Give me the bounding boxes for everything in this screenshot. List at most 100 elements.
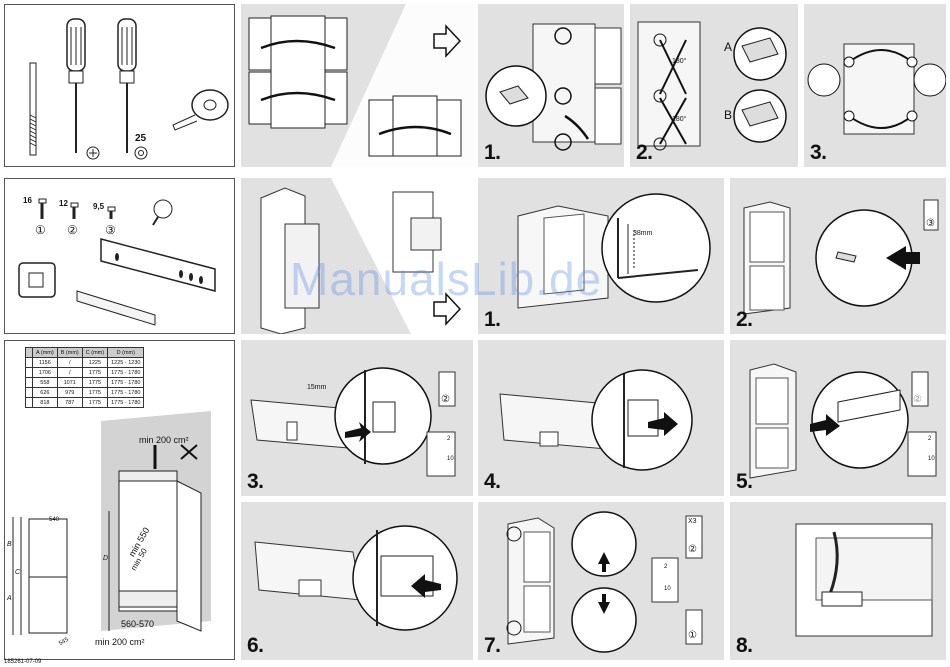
- table-row: 626 979 1775 1775 - 1780: [25, 387, 145, 398]
- gap-10-label: 10: [664, 586, 671, 592]
- mounting-step-2: ③ 2.: [730, 178, 946, 334]
- insert-bracket-illustration: [254, 525, 458, 631]
- mounting-step-6: 6.: [241, 502, 473, 660]
- table-row: 1706 / 1775 1775 - 1780: [25, 367, 145, 378]
- door-reversal-step-3: 3.: [804, 4, 946, 167]
- screw-brackets-illustration: [743, 199, 939, 315]
- table-cell: [25, 377, 33, 388]
- next-arrow-icon: [433, 24, 462, 58]
- step-number: 1.: [484, 308, 501, 331]
- door-reversal-step-2: 180° 180° A B 2.: [630, 4, 798, 167]
- parts-panel: 16 12 9,5 ① ② ③: [4, 178, 235, 334]
- table-cell: 626: [32, 387, 58, 398]
- document-id: 185261-07-09: [4, 659, 42, 665]
- tools-illustration: [29, 18, 229, 160]
- step-number: 2.: [736, 308, 753, 331]
- secure-door-illustration: [506, 511, 703, 653]
- dim-label-d: D: [103, 555, 109, 562]
- table-cell: 1775 - 1780: [107, 367, 145, 378]
- table-header-row: A (mm) B (mm) C (mm) D (mm): [25, 347, 145, 358]
- table-cell: 1775: [81, 397, 109, 408]
- mounting-step-8: 8.: [730, 502, 946, 660]
- table-cell: 1775 - 1780: [107, 377, 145, 388]
- dimensions-panel: A (mm) B (mm) C (mm) D (mm) 1156 / 1225 …: [4, 340, 235, 660]
- step-number: 2.: [636, 141, 653, 164]
- screw-length-9-5: 9,5: [93, 202, 105, 211]
- gap-2-label: 2: [928, 436, 932, 442]
- fit-cover-illustration: [795, 523, 933, 637]
- table-cell: 979: [56, 387, 83, 398]
- mounting-step-1: 38mm 1.: [478, 178, 724, 334]
- gap-2-label: 2: [664, 564, 668, 570]
- angle-label-bottom: 180°: [672, 116, 687, 123]
- table-cell: 1775 - 1780: [107, 387, 145, 398]
- mounting-step-5: ② 2 10 5.: [730, 340, 946, 496]
- quantity-label: X3: [688, 518, 697, 525]
- mounting-step-7: X3 ② ① 2 10 7.: [478, 502, 724, 660]
- vent-bottom-label: min 200 cm²: [95, 637, 145, 647]
- table-cell: 1071: [56, 377, 83, 388]
- angle-label-top: 180°: [672, 58, 687, 65]
- depth-540-label: 540: [49, 517, 60, 523]
- installation-diagram: [12, 411, 211, 635]
- reattach-doors-illustration: [807, 43, 946, 135]
- gap-10-label: 10: [447, 456, 454, 462]
- table-cell: 1706: [32, 367, 58, 378]
- vent-top-label: min 200 cm²: [139, 435, 189, 445]
- table-cell: 1775: [81, 387, 109, 398]
- table-cell: /: [56, 367, 83, 378]
- step-number: 5.: [736, 470, 753, 493]
- screw-ref: ②: [688, 544, 697, 555]
- table-cell: 818: [32, 397, 58, 408]
- step-number: 7.: [484, 634, 501, 657]
- table-header: A (mm): [32, 347, 58, 358]
- door-reversal-step-1: 1.: [478, 4, 624, 167]
- table-cell: /: [56, 357, 83, 368]
- next-arrow-icon: [433, 292, 462, 326]
- table-cell: 1775: [81, 377, 109, 388]
- screw-length-16: 16: [23, 196, 32, 205]
- screw-id-1: ①: [35, 223, 46, 237]
- step-number: 4.: [484, 470, 501, 493]
- screw-size-label: 25: [135, 133, 147, 144]
- table-row: 558 1071 1775 1775 - 1780: [25, 377, 145, 388]
- rotate-hinges-illustration: [637, 21, 787, 151]
- step-number: 3.: [810, 141, 827, 164]
- detail-label-a: A: [724, 40, 733, 54]
- table-cell: [25, 357, 33, 368]
- table-header: D (mm): [107, 347, 145, 358]
- gap-2-label: 2: [447, 436, 451, 442]
- screw-id-3: ③: [105, 223, 116, 237]
- step-number: 8.: [736, 634, 753, 657]
- dimensions-table: A (mm) B (mm) C (mm) D (mm) 1156 / 1225 …: [25, 347, 145, 408]
- mounting-step-4: 4.: [478, 340, 724, 496]
- door-swap-overview-panel: [241, 4, 473, 167]
- table-cell: [25, 367, 33, 378]
- tools-panel: 25: [4, 4, 235, 167]
- table-header: C (mm): [81, 347, 109, 358]
- table-header: B (mm): [56, 347, 83, 358]
- dim-label-c: C: [15, 569, 21, 576]
- screw-ref: ①: [688, 630, 697, 641]
- screw-id-2: ②: [67, 223, 78, 237]
- table-cell: [25, 397, 33, 408]
- table-header: [25, 347, 33, 358]
- dimension-15mm: 15mm: [307, 384, 327, 391]
- slide-bracket-illustration: [499, 369, 693, 471]
- table-row: 1156 / 1225 1225 - 1230: [25, 357, 145, 368]
- screw-length-12: 12: [59, 199, 68, 208]
- cabinet-insertion-illustration: [260, 178, 473, 334]
- step-number: 1.: [484, 141, 501, 164]
- table-row: 818 787 1775 1775 - 1780: [25, 397, 145, 408]
- screw-ref: ②: [441, 394, 450, 405]
- table-cell: [25, 387, 33, 398]
- step-number: 6.: [247, 634, 264, 657]
- attach-hinge-bracket-illustration: [250, 367, 456, 477]
- hinge-points-illustration: [485, 23, 622, 151]
- dimension-38mm: 38mm: [633, 230, 653, 237]
- dim-label-b: B: [7, 541, 12, 548]
- table-cell: 787: [56, 397, 83, 408]
- align-appliance-illustration: [517, 193, 711, 309]
- watermark: ManualsLib.de: [290, 253, 603, 305]
- table-cell: 1156: [32, 357, 58, 368]
